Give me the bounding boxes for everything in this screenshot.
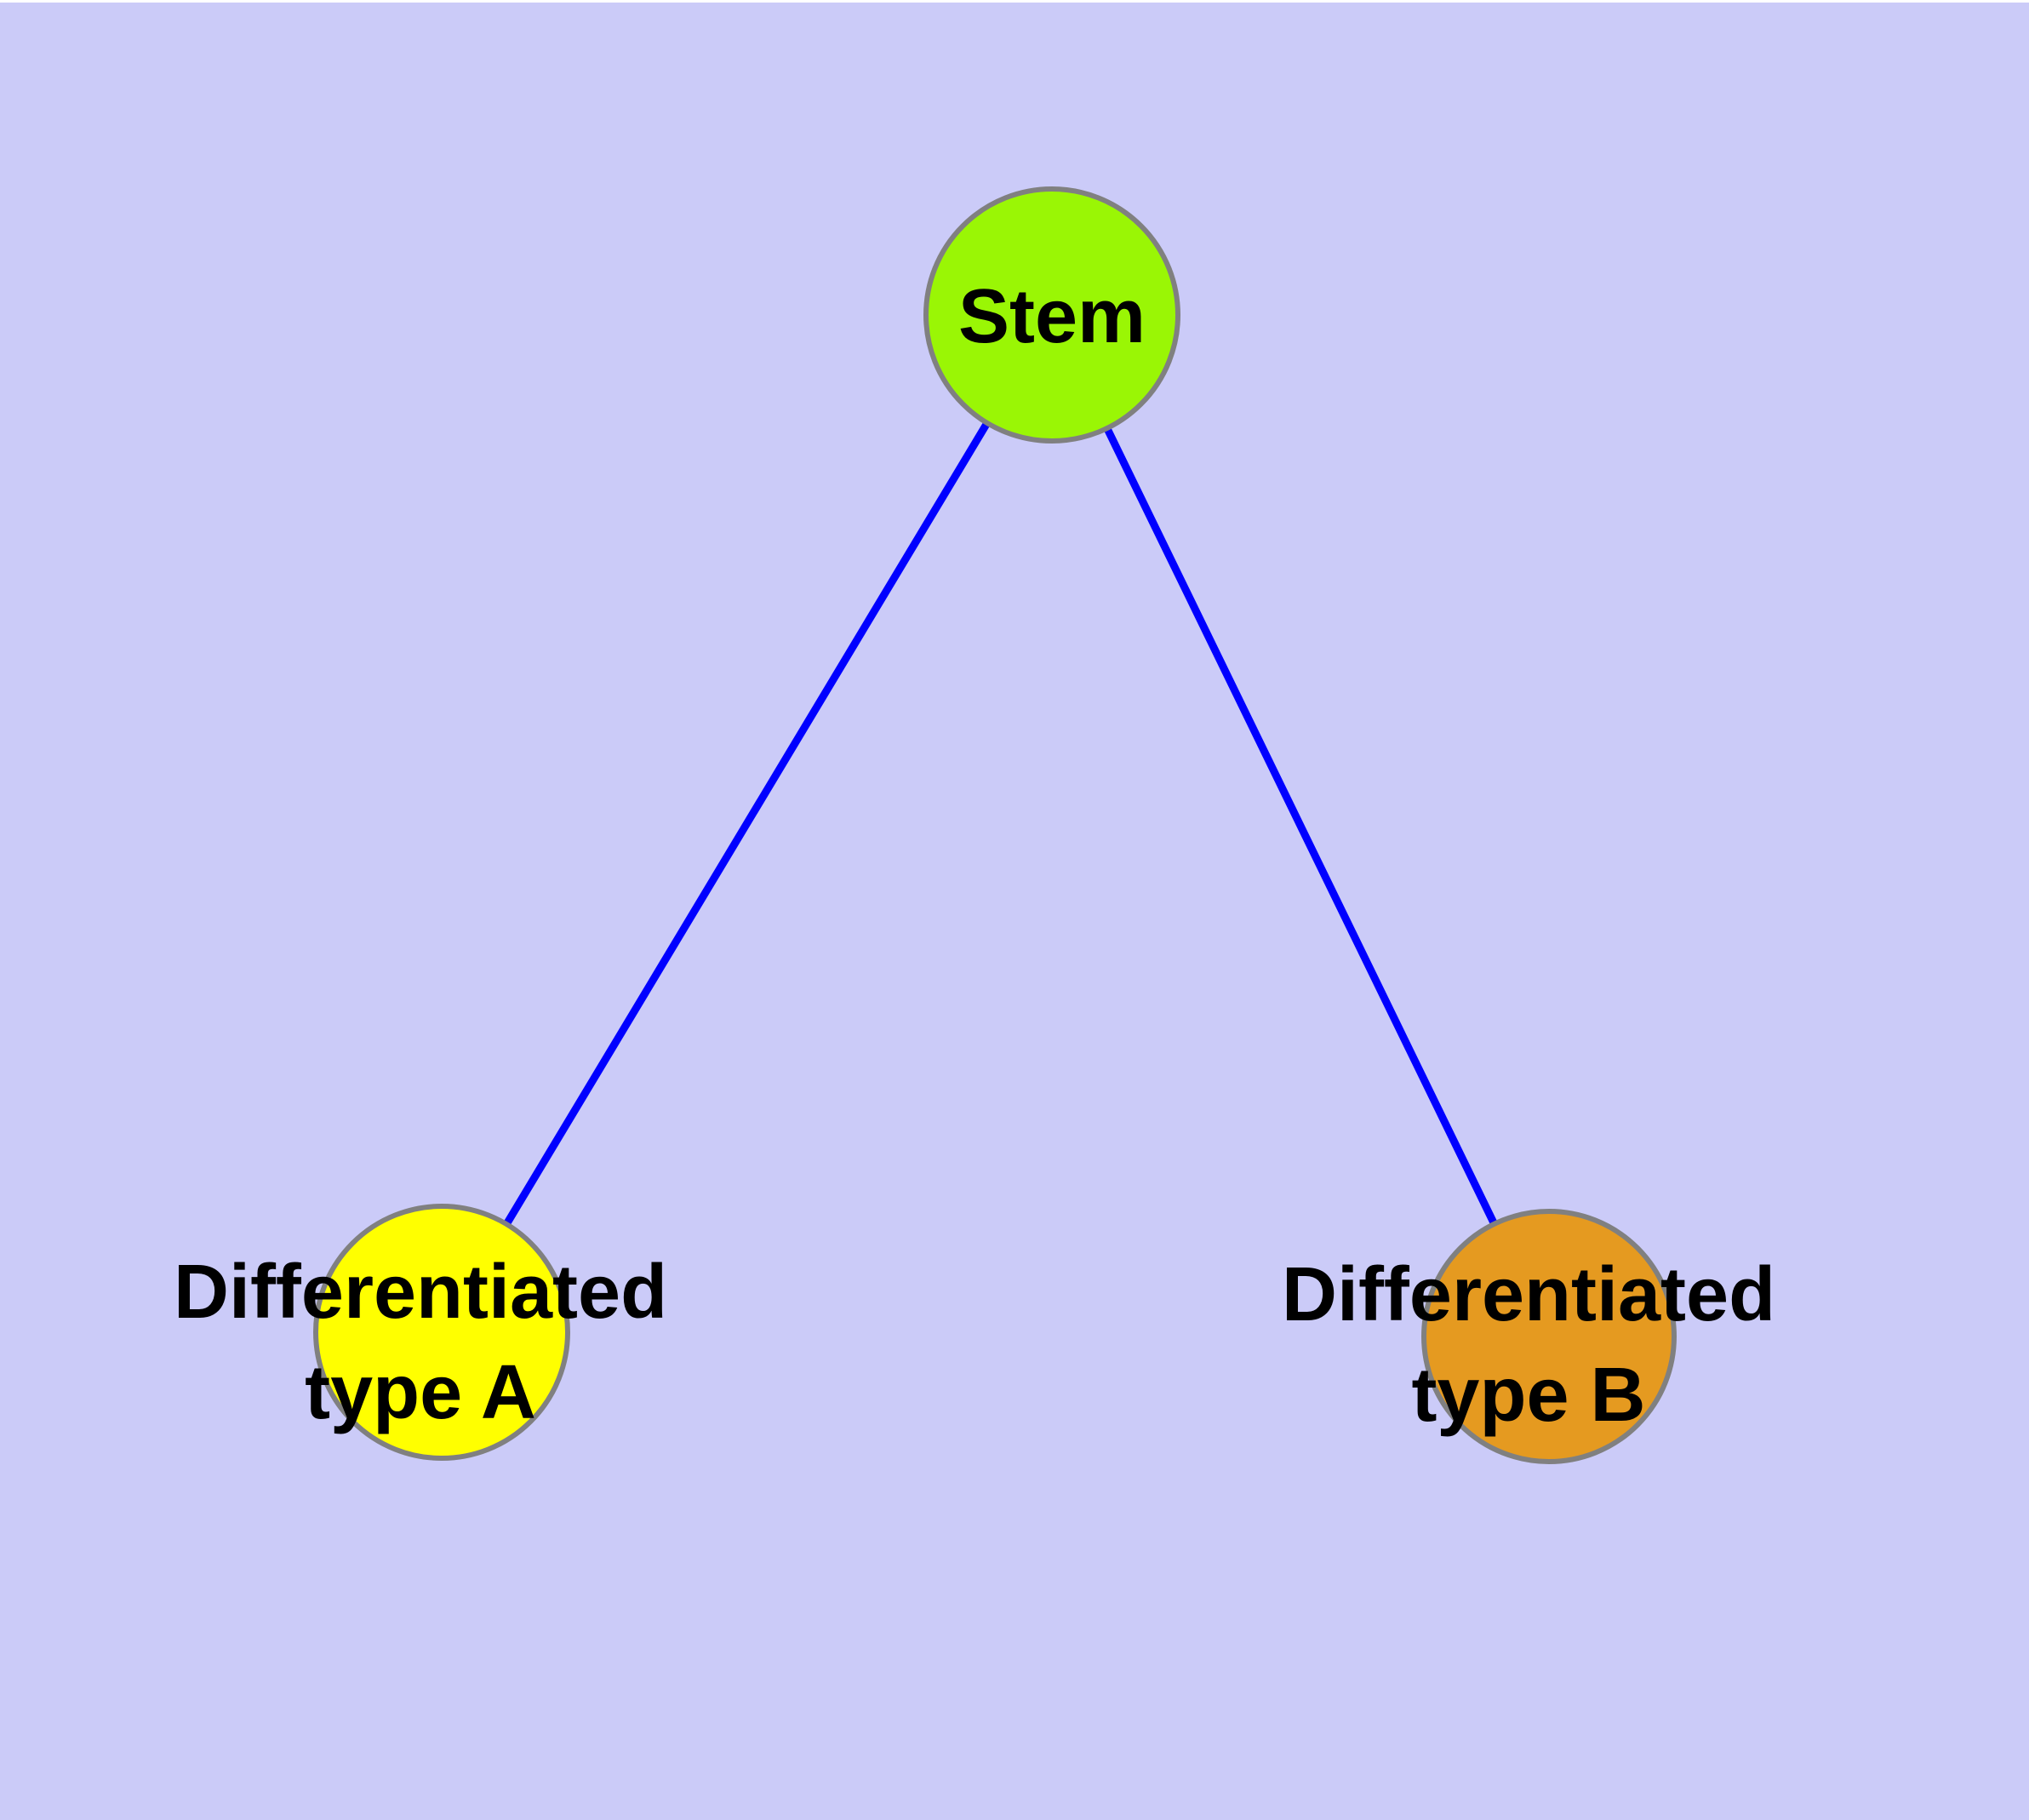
node-circle-differentiated-type-b[interactable] xyxy=(1421,1209,1677,1464)
edge-stem-to-type-a xyxy=(437,311,1056,1336)
node-circle-differentiated-type-a[interactable] xyxy=(313,1204,570,1461)
node-circle-stem[interactable] xyxy=(923,186,1180,444)
edge-stem-to-type-b xyxy=(1048,311,1553,1341)
